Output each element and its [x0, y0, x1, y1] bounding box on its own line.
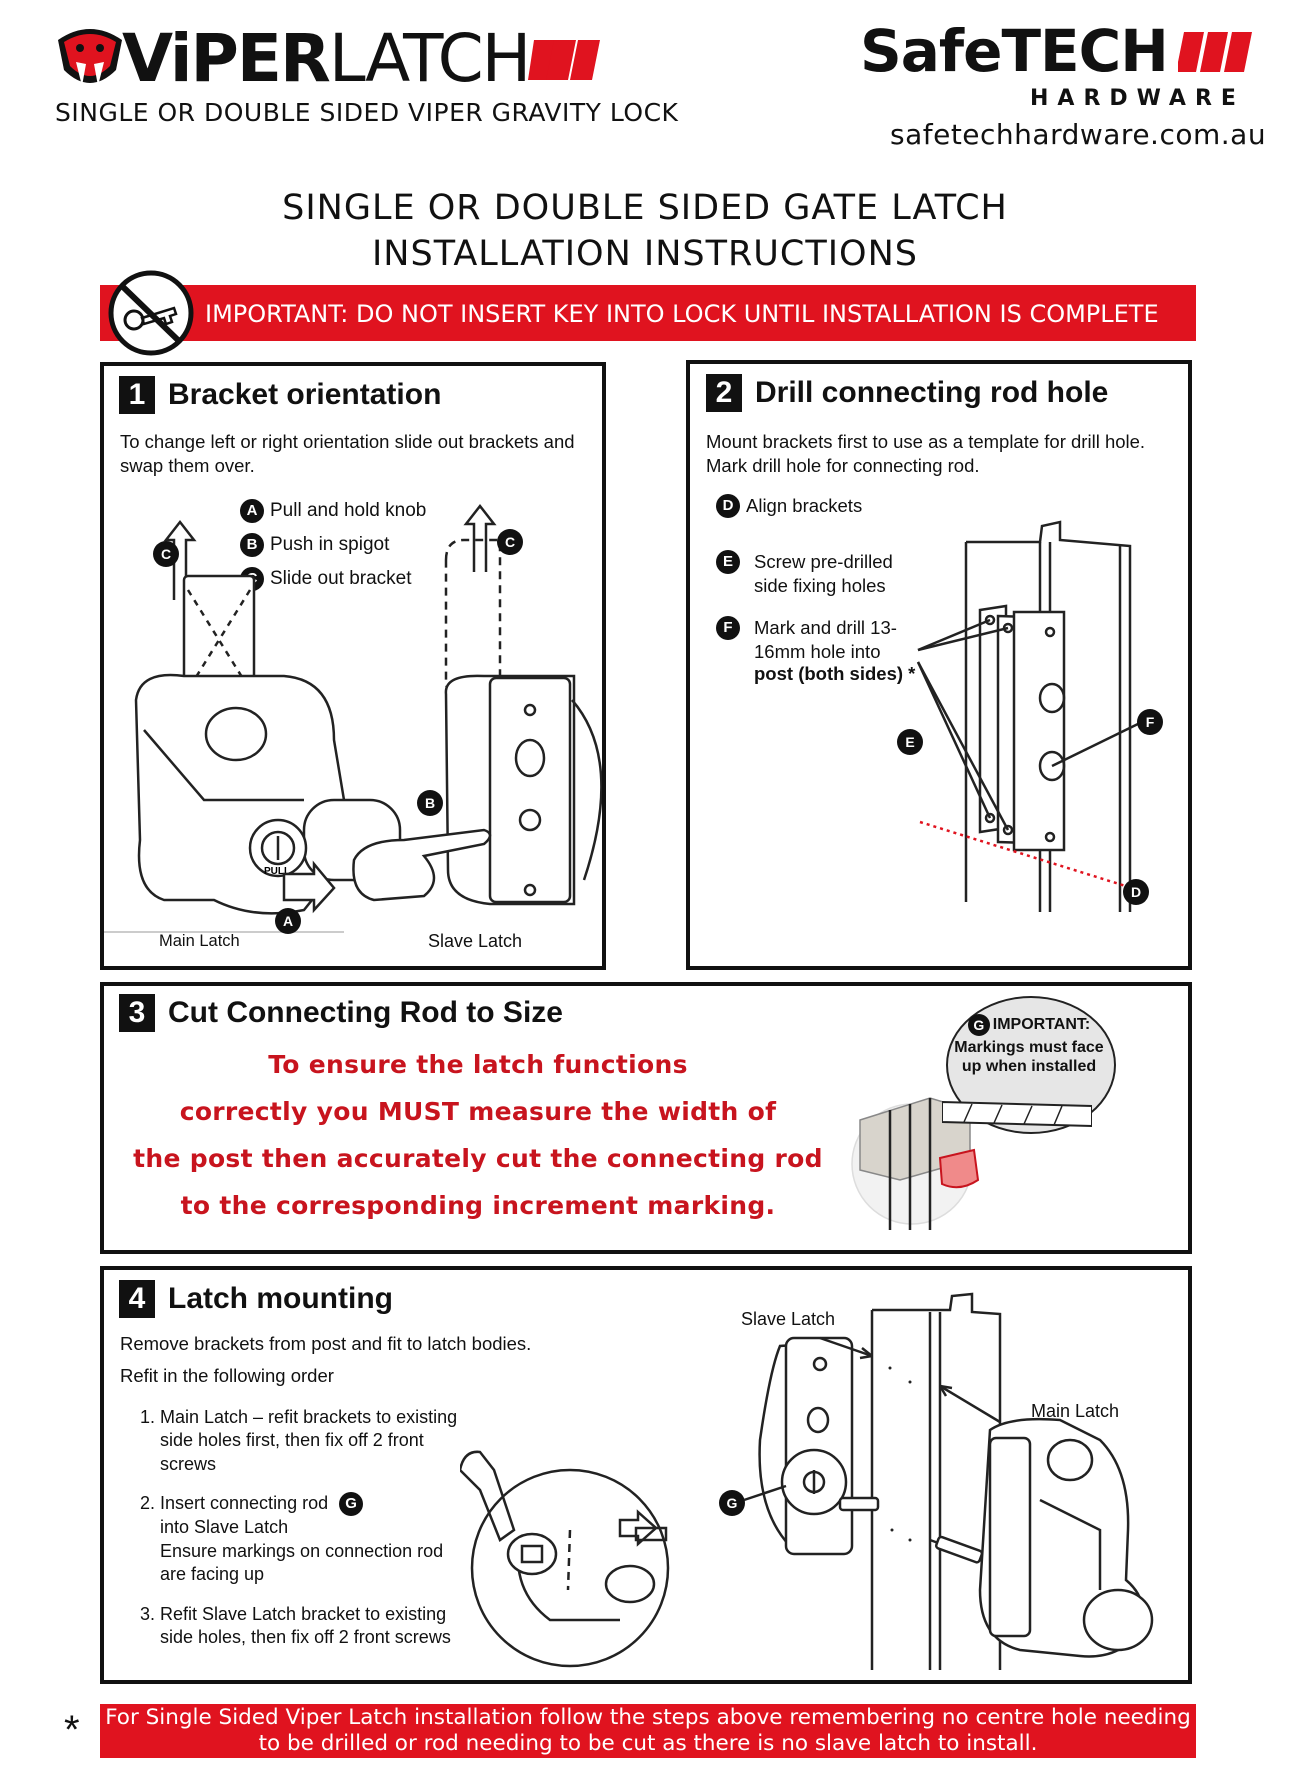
important-heading-row: G IMPORTANT:	[952, 1014, 1106, 1036]
step1-title: Bracket orientation	[168, 378, 441, 412]
fig-badge-c-left: C	[161, 546, 171, 562]
step4-item2-text3: Ensure markings on connection rod are fa…	[160, 1541, 443, 1584]
safetech-tagline: HARDWARE	[1030, 86, 1245, 111]
footer-asterisk: *	[64, 1708, 80, 1753]
no-key-icon	[108, 270, 194, 356]
fig-badge-e: E	[905, 734, 914, 750]
step1-illustration: PULL C C B A	[104, 500, 602, 940]
badge-f: F	[716, 616, 740, 640]
slave-latch-step4	[760, 1338, 878, 1554]
step4-item1-text: Main Latch – refit brackets to existing …	[160, 1407, 457, 1474]
step3-line3: the post then accurately cut the connect…	[120, 1144, 836, 1173]
footer-banner: For Single Sided Viper Latch installatio…	[100, 1704, 1196, 1758]
main-latch-label: Main Latch	[159, 931, 240, 952]
step2-illustration: E F D	[880, 512, 1190, 922]
fig-badge-a: A	[283, 913, 293, 929]
step4-item3-text: Refit Slave Latch bracket to existing si…	[160, 1604, 451, 1647]
step2-description: Mount brackets first to use as a templat…	[706, 430, 1156, 478]
step4-item2-text2: into Slave Latch	[160, 1517, 288, 1537]
bracket-drawing	[980, 606, 1064, 850]
step4-main-label: Main Latch	[1031, 1400, 1119, 1423]
viper-logo-light: LATCH	[329, 20, 529, 97]
viper-latch-logo: ViPERLATCH	[50, 22, 620, 96]
step4-item2-text: Insert connecting rod	[160, 1493, 328, 1513]
step4-slave-label: Slave Latch	[741, 1308, 835, 1331]
page-title-line1: SINGLE OR DOUBLE SIDED GATE LATCH	[0, 188, 1290, 228]
website-url[interactable]: safetechhardware.com.au	[890, 118, 1266, 151]
step2-title: Drill connecting rod hole	[755, 376, 1108, 410]
step3-line1: To ensure the latch functions	[120, 1050, 836, 1079]
step3-line4: to the corresponding increment marking.	[120, 1191, 836, 1220]
important-text: Markings must face up when installed	[952, 1038, 1106, 1076]
important-text-block: G IMPORTANT: Markings must face up when …	[952, 1014, 1106, 1076]
important-heading: IMPORTANT:	[993, 1015, 1090, 1034]
warning-text: IMPORTANT: DO NOT INSERT KEY INTO LOCK U…	[205, 300, 1159, 328]
badge-e: E	[716, 550, 740, 574]
page-title-line2: INSTALLATION INSTRUCTIONS	[0, 234, 1290, 274]
step4-item2-badge: G	[339, 1492, 363, 1516]
step4-item3: Refit Slave Latch bracket to existing si…	[160, 1603, 470, 1650]
step1-number: 1	[119, 376, 155, 414]
step1-description: To change left or right orientation slid…	[120, 430, 580, 478]
viper-snake-icon	[50, 22, 130, 96]
viper-subtitle: SINGLE OR DOUBLE SIDED VIPER GRAVITY LOC…	[55, 98, 678, 127]
badge-g: G	[968, 1014, 990, 1036]
fig-badge-g: G	[727, 1495, 738, 1511]
zoom-detail-drawing	[460, 1452, 668, 1666]
safetech-logo: SafeTECH	[860, 22, 1250, 88]
step4-title: Latch mounting	[168, 1282, 393, 1316]
post-drawing-step4	[872, 1294, 1000, 1670]
step4-item1: Main Latch – refit brackets to existing …	[160, 1406, 470, 1476]
footer-line1: For Single Sided Viper Latch installatio…	[100, 1705, 1196, 1731]
step3-line2: correctly you MUST measure the width of	[120, 1097, 836, 1126]
step3-number: 3	[119, 994, 155, 1032]
red-stripes-icon	[528, 32, 608, 84]
step3-title: Cut Connecting Rod to Size	[168, 996, 563, 1030]
callout-d-text: Align brackets	[746, 494, 862, 518]
fig-badge-b: B	[425, 795, 435, 811]
safetech-logo-text: SafeTECH	[860, 22, 1168, 80]
rod-markings-detail	[942, 1096, 1092, 1136]
step4-illustration: G	[460, 1290, 1160, 1680]
step4-description2: Refit in the following order	[120, 1364, 334, 1388]
slave-latch-drawing	[353, 506, 601, 904]
step4-item2: Insert connecting rod G into Slave Latch…	[160, 1492, 470, 1586]
fig-badge-f: F	[1146, 714, 1155, 730]
badge-d: D	[716, 494, 740, 518]
viper-logo-bold: ViPER	[122, 20, 329, 97]
footer-line2: to be drilled or rod needing to be cut a…	[100, 1731, 1196, 1757]
step2-number: 2	[706, 374, 742, 412]
fig-badge-c-right: C	[505, 534, 515, 550]
step4-number: 4	[119, 1280, 155, 1318]
step4-list: Main Latch – refit brackets to existing …	[120, 1406, 470, 1665]
slave-latch-label: Slave Latch	[428, 930, 522, 953]
fig-badge-d: D	[1131, 884, 1141, 900]
safetech-stripes-icon	[1178, 28, 1258, 76]
